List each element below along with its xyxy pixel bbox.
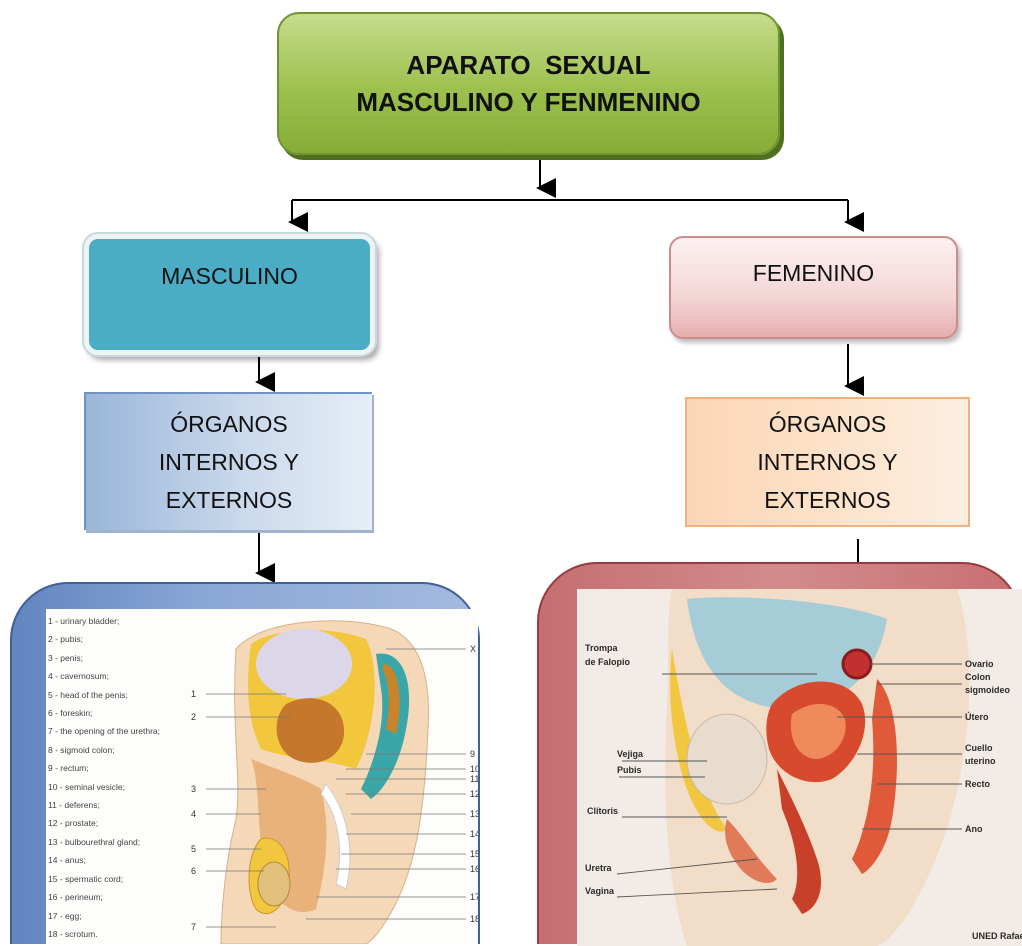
female-right-label: sigmoideo [965, 685, 1011, 695]
male-right-number: X [470, 644, 476, 654]
organos-femenino-box: ÓRGANOS INTERNOS Y EXTERNOS [685, 397, 970, 527]
male-legend-item: 4 - cavernosum; [48, 671, 109, 682]
female-left-label: Vejiga [617, 749, 644, 759]
utero-inner-shape [790, 703, 846, 759]
masculino-label: MASCULINO [161, 263, 298, 289]
male-legend-item: 17 - egg; [48, 910, 82, 921]
organos-masc-line-3: EXTERNOS [165, 487, 293, 513]
male-right-number: 11 [470, 774, 478, 784]
vejiga-shape [686, 713, 768, 805]
female-right-label: Recto [965, 779, 991, 789]
male-legend-item: 9 - rectum; [48, 763, 89, 774]
male-left-numbers: 1 2 3 4 5 6 7 [191, 689, 196, 932]
male-right-number: 14 [470, 829, 478, 839]
female-pelvis-shape [670, 649, 727, 832]
femenino-label: FEMENINO [752, 260, 875, 286]
male-left-number: 3 [191, 784, 196, 794]
male-left-number: 6 [191, 866, 196, 876]
title-line-2: MASCULINO Y FENMENINO [356, 86, 701, 117]
title-box: APARATO SEXUAL MASCULINO Y FENMENINO [277, 12, 780, 155]
colon-shape [382, 664, 400, 734]
male-right-number: 12 [470, 789, 478, 799]
male-right-number: 18 [470, 914, 478, 924]
female-left-labels: Trompa de FalopioVejigaPubisClítorisUretr… [585, 643, 644, 896]
male-legend-item: 2 - pubis; [48, 634, 83, 645]
male-legend-item: 11 - deferens; [48, 800, 100, 811]
male-legend-item: 7 - the opening of the urethra; [48, 726, 160, 737]
urethra-shape [320, 783, 351, 890]
female-left-label: Vagina [585, 886, 615, 896]
male-left-number: 1 [191, 689, 196, 699]
male-right-number: 15 [470, 849, 478, 859]
male-legend-item: 14 - anus; [48, 855, 86, 866]
masculino-box: MASCULINO [84, 234, 375, 355]
male-right-number: 17 [470, 892, 478, 902]
prostate-shape [276, 698, 345, 763]
male-right-leaders [306, 648, 466, 920]
female-image-credit: UNED Rafael [972, 931, 1022, 941]
male-legend-list: 1 - urinary bladder; 2 - pubis; 3 - penis;… [48, 612, 188, 943]
male-legend-item: 18 - scrotum. [48, 928, 98, 939]
testis-shape [257, 861, 291, 907]
organos-masc-line-2: INTERNOS Y [158, 449, 300, 475]
femenino-box: FEMENINO [669, 236, 958, 339]
female-left-label: Clítoris [587, 806, 618, 816]
male-left-leaders [206, 693, 291, 928]
female-right-label: Colon [965, 672, 991, 682]
male-legend-item: 15 - spermatic cord; [48, 873, 124, 884]
organos-fem-line-2: INTERNOS Y [757, 449, 898, 475]
female-leaders [616, 663, 962, 898]
male-right-number: 9 [470, 749, 475, 759]
female-left-label: de Falopio [585, 657, 631, 667]
clitoris-shape [725, 819, 777, 884]
female-right-label: Útero [965, 711, 989, 722]
male-legend-item: 13 - bulbourethral gland; [48, 836, 141, 847]
male-legend-item: 5 - head of the penis; [48, 689, 128, 700]
male-left-number: 2 [191, 712, 196, 722]
male-legend-item: 6 - foreskin; [48, 708, 93, 719]
male-legend-item: 3 - penis; [48, 652, 83, 663]
ovario-shape [841, 648, 873, 680]
intestine-shape [687, 597, 887, 709]
organos-masc-line-1: ÓRGANOS [170, 411, 288, 437]
male-anatomy-image: 1 - urinary bladder; 2 - pubis; 3 - penis;… [46, 609, 478, 944]
male-legend-item: 16 - perineum; [48, 892, 103, 903]
male-legend-item: 12 - prostate; [48, 818, 99, 829]
female-anatomy-drawing: Trompa de FalopioVejigaPubisClítorisUretr… [577, 589, 1022, 946]
male-left-number: 5 [191, 844, 196, 854]
male-right-number: 10 [470, 764, 478, 774]
female-right-label: uterino [965, 756, 996, 766]
female-left-label: Trompa [585, 643, 619, 653]
male-right-number: 16 [470, 864, 478, 874]
male-left-number: 4 [191, 809, 196, 819]
female-right-label: Ovario [965, 659, 994, 669]
organos-masculino-box: ÓRGANOS INTERNOS Y EXTERNOS [84, 392, 372, 530]
male-legend-item: 8 - sigmoid colon; [48, 744, 115, 755]
title-line-1: APARATO SEXUAL [406, 49, 651, 80]
urinary-bladder-shape [256, 629, 352, 699]
female-right-label: Ano [965, 824, 983, 834]
male-right-number: 13 [470, 809, 478, 819]
female-left-label: Uretra [585, 863, 613, 873]
male-legend-item: 1 - urinary bladder; [48, 616, 120, 626]
male-legend-item: 10 - seminal vesicle; [48, 781, 126, 792]
female-right-label: Cuello [965, 743, 993, 753]
female-left-label: Pubis [617, 765, 642, 775]
vagina-shape [777, 769, 822, 914]
recto-shape [852, 679, 897, 874]
male-left-number: 7 [191, 922, 196, 932]
organos-fem-line-3: EXTERNOS [764, 487, 891, 513]
organos-fem-line-1: ÓRGANOS [768, 411, 887, 437]
